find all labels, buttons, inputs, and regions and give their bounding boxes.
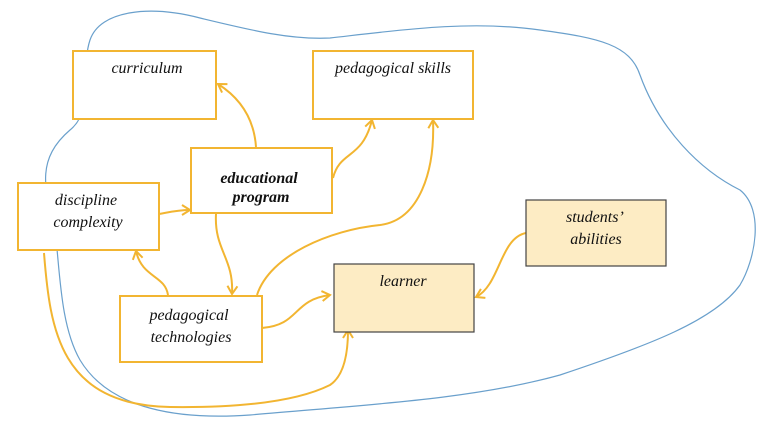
node-educational-program-label: educational program [220, 170, 301, 206]
node-learner: learner [333, 263, 475, 333]
node-pedagogical-technologies-box [119, 295, 263, 363]
node-discipline-complexity: discipline complexity [17, 182, 160, 251]
node-students-abilities-box [525, 199, 667, 267]
edge-abilities-to-learner [474, 232, 527, 299]
edges [43, 82, 527, 409]
node-learner-box [333, 263, 475, 333]
node-learner-line: learner [379, 273, 427, 290]
node-pedagogical-technologies: pedagogical technologies [119, 295, 263, 363]
node-pedagogical-skills: pedagogical skills [312, 50, 474, 120]
node-pedagogical-technologies-line-2: technologies [151, 329, 232, 346]
node-curriculum: curriculum [72, 50, 217, 120]
node-curriculum-label: curriculum [111, 60, 182, 77]
node-discipline-complexity-label: discipline complexity [53, 192, 123, 231]
edge-program-to-curriculum [216, 82, 257, 148]
environment-boundary [44, 10, 756, 417]
node-educational-program-line-2: program [231, 189, 290, 206]
edge-program-to-skills [332, 118, 376, 179]
node-pedagogical-skills-label: pedagogical skills [334, 60, 451, 77]
edge-complexity-to-program [158, 204, 192, 216]
node-discipline-complexity-line-1: discipline [55, 192, 117, 209]
node-students-abilities: students’ abilities [525, 199, 667, 267]
node-students-abilities-line-2: abilities [570, 231, 622, 248]
nodes: curriculum pedagogical skills educationa… [17, 50, 667, 363]
edge-technologies-to-learner [261, 290, 332, 329]
node-educational-program-box [190, 147, 333, 214]
node-pedagogical-technologies-label: pedagogical technologies [148, 307, 232, 346]
edge-technologies-to-complexity [131, 249, 169, 296]
node-curriculum-box [72, 50, 217, 120]
edge-technologies-to-skills [256, 118, 440, 296]
node-pedagogical-skills-box [312, 50, 474, 120]
node-students-abilities-label: students’ abilities [566, 209, 626, 248]
node-educational-program: educational program [190, 147, 333, 214]
node-pedagogical-technologies-line-1: pedagogical [148, 307, 229, 324]
node-educational-program-line-1: educational [220, 170, 298, 187]
node-discipline-complexity-line-2: complexity [53, 214, 123, 231]
node-pedagogical-skills-line: pedagogical skills [334, 60, 451, 77]
node-discipline-complexity-box [17, 182, 160, 251]
edge-program-to-technologies [214, 213, 239, 296]
node-curriculum-line: curriculum [111, 60, 182, 77]
node-students-abilities-line-1: students’ [566, 209, 623, 226]
edge-complexity-to-learner [43, 252, 354, 409]
node-learner-label: learner [379, 273, 427, 290]
